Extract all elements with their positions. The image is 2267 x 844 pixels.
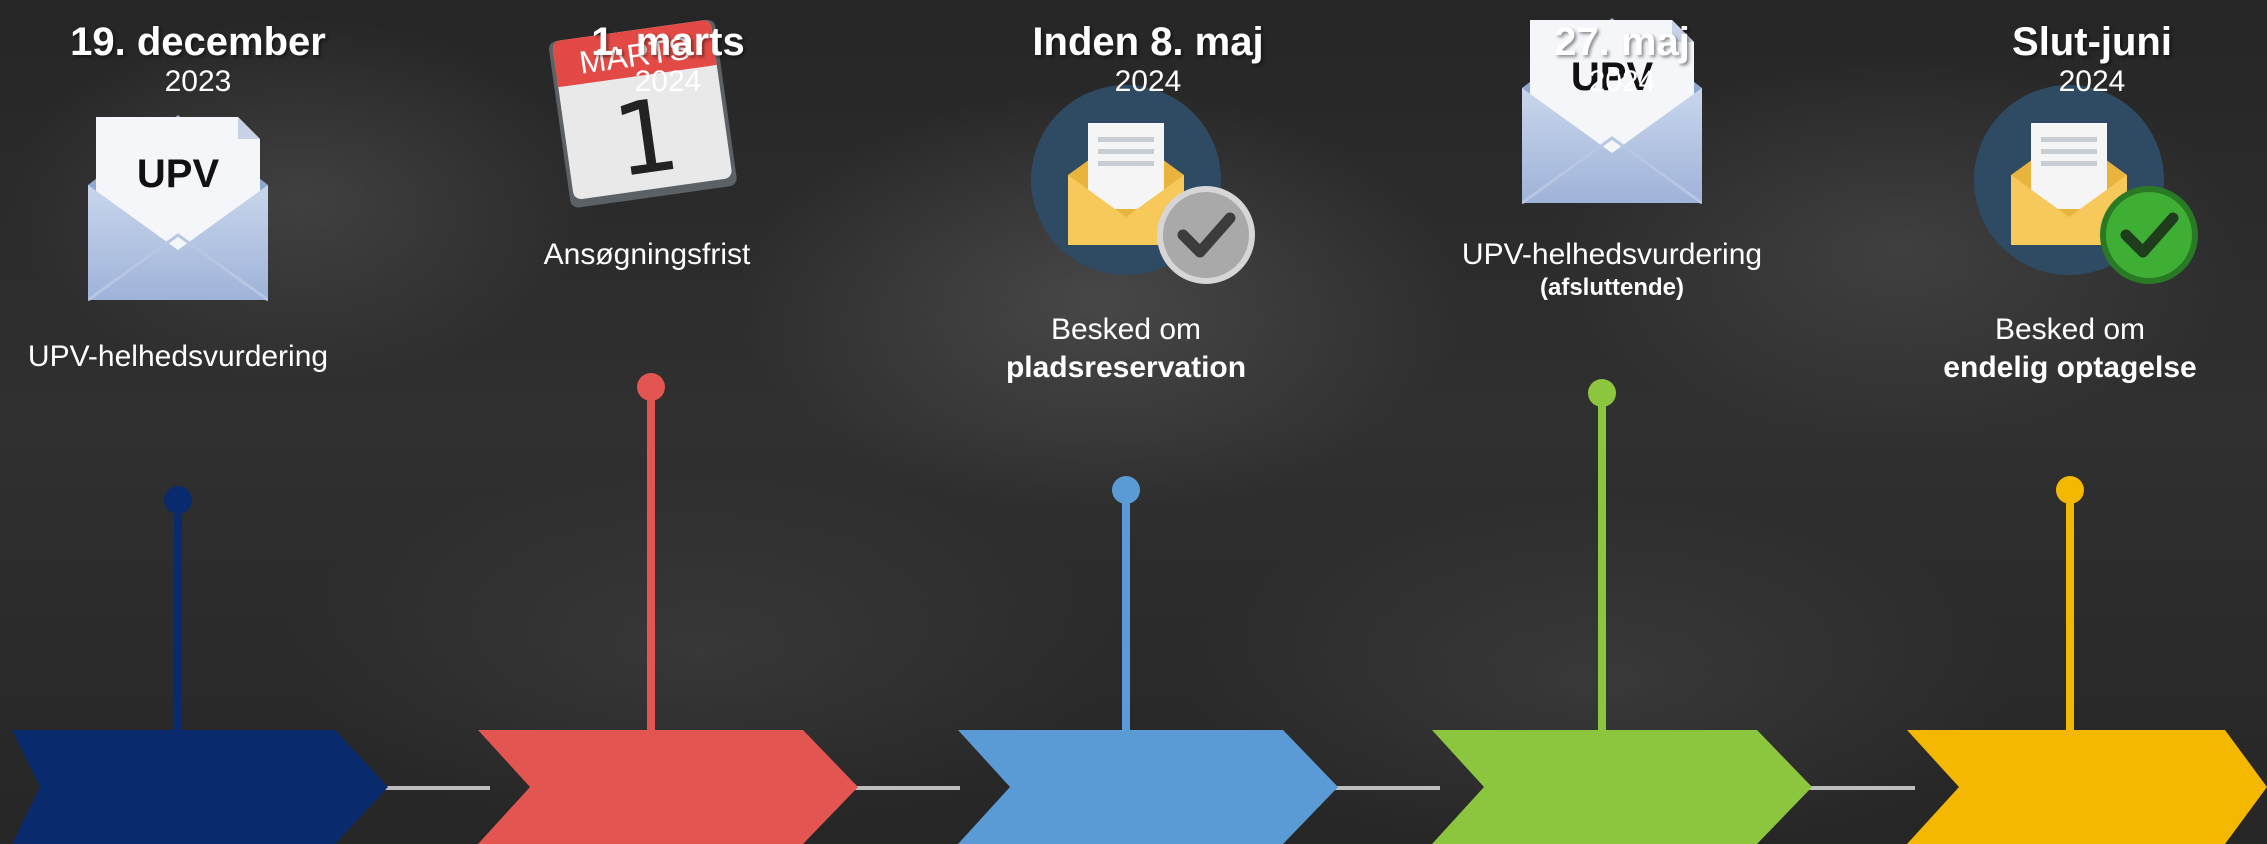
- milestone-date: 27. maj: [1554, 20, 1690, 64]
- timeline-dot: [637, 373, 665, 401]
- envelope-text: UPV: [1571, 55, 1654, 99]
- milestone-year: 2024: [634, 65, 702, 98]
- milestone-year: 2024: [1588, 65, 1656, 98]
- milestone-date: Inden 8. maj: [1032, 20, 1264, 64]
- milestone-year: 2023: [164, 65, 232, 98]
- date-label-group: Slut-juni 2024: [2012, 0, 2172, 114]
- calendar-icon: MARTS 1: [548, 19, 737, 208]
- date-chevron: [478, 730, 858, 844]
- date-label-group: 19. december 2023: [70, 0, 326, 114]
- date-label-group: Inden 8. maj 2024: [1032, 0, 1263, 114]
- milestone-date: 1. marts: [591, 20, 745, 64]
- timeline-stem: [174, 500, 182, 732]
- milestone-title-line2: endelig optagelse: [1943, 351, 2197, 384]
- milestone-date: Slut-juni: [2012, 20, 2172, 64]
- milestone-title: UPV-helhedsvurdering (afsluttende): [1462, 236, 1762, 302]
- timeline-dot: [2056, 476, 2084, 504]
- mail-check-green-icon: [1974, 85, 2198, 284]
- mail-check-grey-icon: [1031, 85, 1255, 284]
- milestone-year: 2024: [1114, 65, 1182, 98]
- timeline-stem: [1598, 393, 1606, 732]
- date-label-group: 1. marts 2024: [591, 0, 744, 114]
- milestone-title: Besked om pladsreservation: [1006, 311, 1246, 387]
- milestone-title-line1: UPV-helhedsvurdering: [1461, 238, 1763, 271]
- timeline-connector: [1805, 786, 1915, 790]
- milestone-title-line1: Besked om: [1994, 313, 2146, 346]
- date-chevron: [1432, 730, 1812, 844]
- timeline-connector: [850, 786, 960, 790]
- timeline-dot: [1588, 379, 1616, 407]
- milestone-title: Besked om endelig optagelse: [1943, 311, 2196, 387]
- milestone-date: 19. december: [70, 20, 326, 64]
- timeline-stem: [1122, 490, 1130, 732]
- envelope-text: UPV: [137, 152, 220, 196]
- upv-envelope-icon: UPV: [1522, 18, 1702, 205]
- milestone-title-line2: pladsreservation: [1005, 351, 1247, 384]
- date-label-group: 27. maj 2024: [1554, 0, 1690, 114]
- timeline-stem: [647, 387, 655, 732]
- milestone-title-line1: Besked om: [1050, 313, 1202, 346]
- timeline-stem: [2066, 490, 2074, 732]
- date-chevron: [958, 730, 1338, 844]
- milestone-title: UPV-helhedsvurdering: [27, 340, 329, 373]
- date-chevron: [1907, 730, 2267, 844]
- upv-envelope-icon: UPV: [88, 115, 268, 302]
- milestone-year: 2024: [2058, 65, 2126, 98]
- timeline-connector: [380, 786, 490, 790]
- milestone-title: Ansøgningsfrist: [543, 238, 751, 271]
- milestone-subtitle: (afsluttende): [1540, 274, 1684, 301]
- timeline-dot: [1112, 476, 1140, 504]
- timeline-connector: [1330, 786, 1440, 790]
- timeline-dot: [164, 486, 192, 514]
- date-chevron: [12, 730, 388, 844]
